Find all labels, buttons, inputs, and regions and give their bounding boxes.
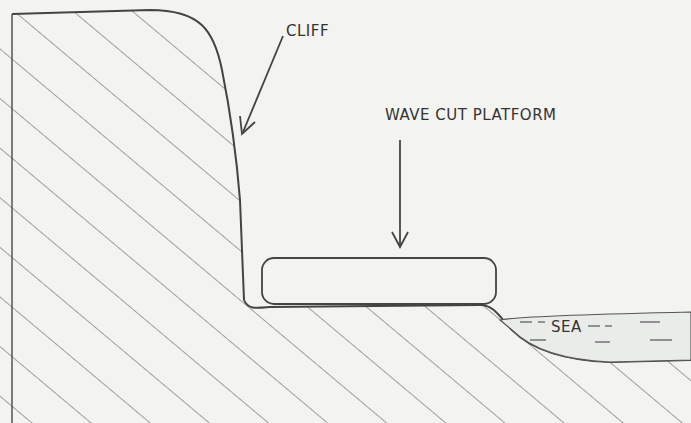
platform-label: WAVE CUT PLATFORM — [385, 106, 557, 124]
sea-water — [500, 312, 691, 362]
left-border — [11, 14, 13, 423]
platform-outline — [262, 258, 496, 304]
leader-arrows — [240, 36, 408, 247]
cliff-label: CLIFF — [286, 22, 329, 40]
cliff-outline — [12, 10, 691, 362]
sea-label: SEA — [551, 318, 582, 336]
rock-hatching — [0, 10, 691, 423]
water-dashes — [520, 322, 672, 342]
